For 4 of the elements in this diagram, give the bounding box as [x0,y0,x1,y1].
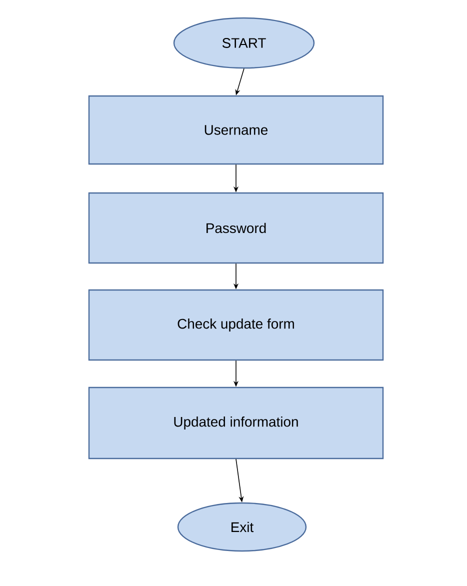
process-box: Updated information [88,386,384,460]
process-box: Username [88,95,384,165]
process-box: Password [88,192,384,264]
process-box: Check update form [88,289,384,361]
